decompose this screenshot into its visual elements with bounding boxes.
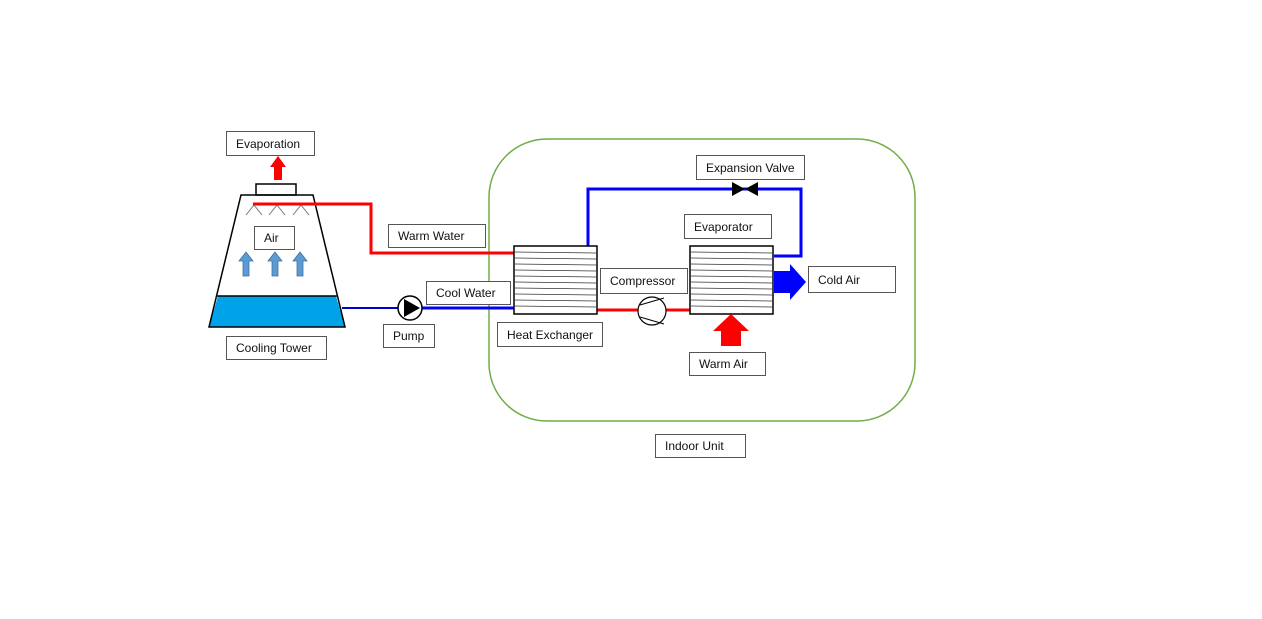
warm-water-pipe: [253, 202, 514, 255]
coil-fin: [690, 275, 773, 278]
evaporator-coil-icon: [689, 245, 774, 315]
pump-label: Pump: [383, 324, 435, 348]
expansion-valve-icon: [732, 182, 758, 196]
coil-fin: [690, 251, 773, 254]
heat-exchanger-icon: [513, 245, 598, 315]
evaporation-arrow: [270, 156, 286, 180]
coil-fin: [514, 287, 597, 290]
indoor-unit-boundary: [488, 138, 916, 422]
coil-fin: [690, 305, 773, 308]
cooling-tower-icon: [208, 183, 346, 328]
evaporation-label: Evaporation: [226, 131, 315, 156]
coil-frame: [689, 245, 774, 315]
coil-fin: [690, 269, 773, 272]
air-label: Air: [254, 226, 295, 250]
indoor-unit-label: Indoor Unit: [655, 434, 746, 458]
coil-frame: [513, 245, 598, 315]
coil-fin: [690, 299, 773, 302]
coil-fin: [690, 281, 773, 284]
expansion-valve-label: Expansion Valve: [696, 155, 805, 180]
pump-icon: [397, 295, 423, 321]
coil-fin: [514, 281, 597, 284]
compressor-label: Compressor: [600, 268, 688, 294]
heat-exchanger-label: Heat Exchanger: [497, 322, 603, 347]
warm-air-label: Warm Air: [689, 352, 766, 376]
coil-fin: [690, 263, 773, 266]
coil-fin: [514, 305, 597, 308]
coil-fin: [690, 293, 773, 296]
coil-fin: [514, 257, 597, 260]
coil-fin: [514, 269, 597, 272]
cool-water-label: Cool Water: [426, 281, 511, 305]
coil-fin: [514, 293, 597, 296]
coil-fin: [514, 275, 597, 278]
coil-fin: [514, 251, 597, 254]
cold-air-label: Cold Air: [808, 266, 896, 293]
coil-fin: [514, 263, 597, 266]
coil-fin: [514, 299, 597, 302]
compressor-icon: [637, 296, 667, 326]
warm-air-arrow: [713, 314, 749, 346]
coil-fin: [690, 257, 773, 260]
evaporator-label: Evaporator: [684, 214, 772, 239]
refrigerant-liquid-line: [586, 187, 803, 258]
cooling-tower-label: Cooling Tower: [226, 336, 327, 360]
air-flow-arrows: [238, 251, 308, 277]
cold-air-arrow: [774, 264, 806, 300]
coil-fin: [690, 287, 773, 290]
warm-water-label: Warm Water: [388, 224, 486, 248]
